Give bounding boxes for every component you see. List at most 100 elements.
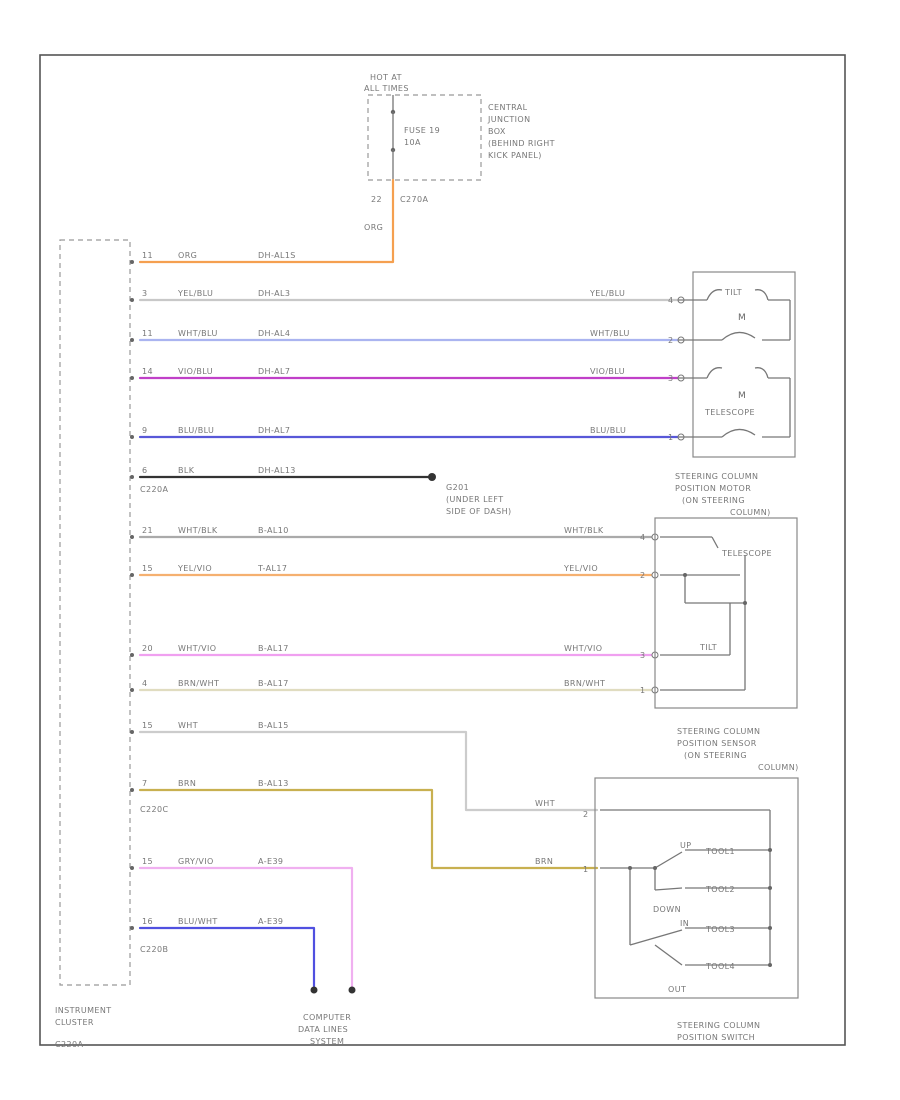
sensor-name-3: (ON STEERING: [684, 751, 747, 760]
motor-telescope-label: TELESCOPE: [704, 408, 755, 417]
wire-pin-label: 9: [142, 426, 148, 435]
component-pin-label: 3: [668, 374, 674, 383]
wire-right-color-label: YEL/BLU: [589, 289, 625, 298]
motor-tele-m: M: [738, 391, 746, 401]
switch-down-label: DOWN: [653, 905, 681, 914]
wire-pin-label: 7: [142, 779, 148, 788]
ground-icon: [428, 473, 436, 481]
fuse-block: HOT AT ALL TIMES FUSE 19 10A CENTRAL JUN…: [364, 73, 555, 232]
position-motor: TILT M M TELESCOPE STEERING COLUMN POSIT…: [675, 271, 796, 517]
position-switch: UP TOOL1 TOOL2 DOWN IN TOOL3 TOOL4 OUT 2…: [583, 777, 799, 1042]
cluster-label-2: CLUSTER: [55, 1018, 94, 1027]
fuse-name: FUSE 19: [404, 126, 440, 135]
wire-right-color-label: BRN: [535, 857, 553, 866]
wire-color-label: BLU/BLU: [178, 426, 214, 435]
switch-in-label: IN: [680, 919, 689, 928]
sensor-name-1: STEERING COLUMN: [677, 727, 760, 736]
cluster-pin-dot: [130, 788, 134, 792]
component-pin-label: 3: [640, 651, 646, 660]
data-lines-label-2: DATA LINES: [298, 1025, 348, 1034]
connector-c220a: C220A: [140, 485, 168, 494]
component-pin-label: 4: [640, 533, 646, 542]
central-junction-box: [367, 94, 482, 181]
sensor-telescope-label: TELESCOPE: [721, 549, 772, 558]
diagram-frame: [39, 54, 846, 1046]
sensor-node-2: [743, 601, 747, 605]
motor-name-1: STEERING COLUMN: [675, 472, 758, 481]
wire-pin-label: 14: [142, 367, 153, 376]
wire-circuit-label: DH-AL1S: [258, 251, 296, 260]
wire-14: [138, 926, 316, 988]
wire-right-color-label: VIO/BLU: [590, 367, 625, 376]
wire-right-color-label: YEL/VIO: [563, 564, 598, 573]
switch-name-2: POSITION SWITCH: [677, 1033, 755, 1042]
wire-color-label: WHT/BLU: [178, 329, 218, 338]
wire-12: [138, 788, 599, 870]
wire-circuit-label: DH-AL4: [258, 329, 290, 338]
wire-pin-label: 15: [142, 564, 153, 573]
motor-name-2: POSITION MOTOR: [675, 484, 751, 493]
ground-label-1: (UNDER LEFT: [446, 495, 504, 504]
wire-circuit-label: A-E39: [258, 857, 283, 866]
wire-color-label: YEL/BLU: [177, 289, 213, 298]
switch-tag-4: TOOL4: [705, 962, 735, 971]
junction-box-label-2: JUNCTION: [487, 115, 531, 124]
switch-arm-in: [629, 929, 683, 946]
data-lines-label-1: COMPUTER: [303, 1013, 351, 1022]
wire-circuit-label: DH-AL7: [258, 426, 290, 435]
wire-circuit-label: DH-AL7: [258, 367, 290, 376]
switch-node-4: [768, 886, 772, 890]
ground-label-2: SIDE OF DASH): [446, 507, 512, 516]
cluster-pin-dot: [130, 435, 134, 439]
switch-tag-3: TOOL3: [705, 925, 735, 934]
switch-tag-2: TOOL2: [705, 885, 735, 894]
wire-circuit-label: B-AL15: [258, 721, 289, 730]
wire-right-color-label: WHT/BLK: [564, 526, 604, 535]
wire-circuit-label: B-AL13: [258, 779, 289, 788]
cluster-pin-dot: [130, 573, 134, 577]
wire-color-label: WHT/BLK: [178, 526, 218, 535]
cluster-pin-dot: [130, 475, 134, 479]
wire-color-label: GRY/VIO: [178, 857, 214, 866]
fuse-connector: C270A: [400, 195, 428, 204]
wire-color-label: ORG: [178, 251, 197, 260]
hot-at-sub-label: ALL TIMES: [364, 84, 409, 93]
wire-pin-label: 11: [142, 251, 153, 260]
connector-c220c: C220C: [140, 805, 168, 814]
switch-node-6: [768, 963, 772, 967]
cluster-pin-dot: [130, 866, 134, 870]
data-lines: COMPUTER DATA LINES SYSTEM: [298, 986, 356, 1046]
wire-right-color-label: WHT/VIO: [564, 644, 602, 653]
switch-node-5: [768, 926, 772, 930]
sensor-tilt-label: TILT: [699, 643, 717, 652]
wire-pin-label: 11: [142, 329, 153, 338]
wire-color-label: BLK: [178, 466, 195, 475]
wire-circuit-label: A-E39: [258, 917, 283, 926]
switch-box: [594, 777, 799, 999]
wire-circuit-label: DH-AL3: [258, 289, 290, 298]
cluster-pin-dot: [130, 535, 134, 539]
data-lines-label-3: SYSTEM: [310, 1037, 344, 1046]
hot-at-label: HOT AT: [370, 73, 402, 82]
junction-box-label-4: (BEHIND RIGHT: [488, 139, 555, 148]
wire-pin-label: 4: [142, 679, 148, 688]
wire-pin-label: 15: [142, 857, 153, 866]
motor-name-3: (ON STEERING: [682, 496, 745, 505]
wire-color-label: BRN/WHT: [178, 679, 219, 688]
wire-pin-label: 16: [142, 917, 153, 926]
motor-box: [692, 271, 796, 458]
wire-color-label: YEL/VIO: [177, 564, 212, 573]
cluster-box: [59, 239, 131, 986]
data-line-terminal-1: [310, 986, 318, 994]
motor-name-4: COLUMN): [730, 508, 771, 517]
wire-circuit-label: B-AL17: [258, 644, 289, 653]
wire-circuit-label: T-AL17: [257, 564, 287, 573]
wire-circuit-label: DH-AL13: [258, 466, 296, 475]
instrument-cluster: INSTRUMENT CLUSTER C220A C220A C220C C22…: [55, 239, 168, 1049]
sensor-box: [654, 517, 798, 709]
wire-right-color-label: WHT: [535, 799, 555, 808]
sensor-name-2: POSITION SENSOR: [677, 739, 757, 748]
sensor-name-4: COLUMN): [758, 763, 799, 772]
fuse-pin: 22: [371, 195, 382, 204]
